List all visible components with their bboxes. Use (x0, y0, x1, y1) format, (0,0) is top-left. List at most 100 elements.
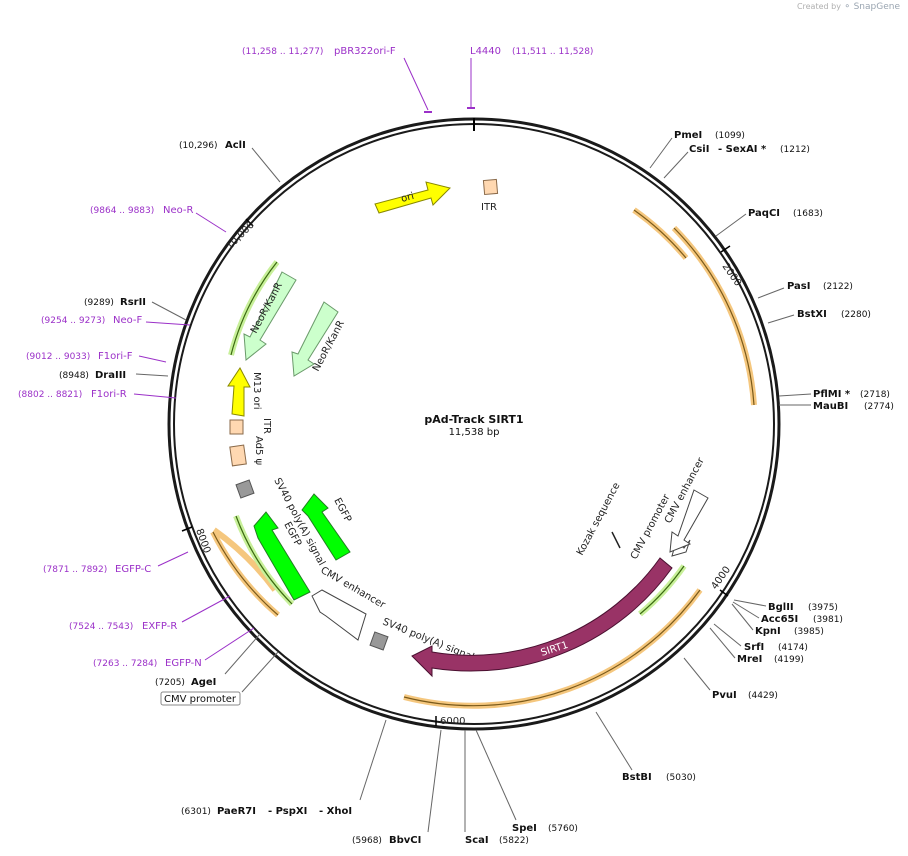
tick-6000: 6000 (435, 716, 465, 727)
primer-l4440[interactable]: L4440 (11,511 .. 11,528) (467, 46, 593, 109)
primer-f1ori-r[interactable]: (8802 .. 8821) F1ori-R (18, 389, 177, 400)
svg-text:(11,258 .. 11,277): (11,258 .. 11,277) (242, 47, 323, 57)
site-bglii[interactable]: BglII (3975) (733, 599, 838, 613)
site-scai[interactable]: ScaI (5822) (464, 730, 529, 846)
cmv-enhancer-left-feature[interactable]: CMV enhancer (311, 565, 388, 641)
cmv-enhancer-right-feature[interactable]: CMV enhancer (663, 455, 709, 553)
svg-text:(5822): (5822) (499, 836, 529, 846)
svg-text:PvuI: PvuI (712, 690, 737, 701)
svg-text:(9012 .. 9033): (9012 .. 9033) (26, 352, 90, 362)
svg-text:CsiI: CsiI (689, 144, 709, 155)
site-paqci[interactable]: PaqCI (1683) (715, 208, 823, 237)
neor-feature-1[interactable]: NeoR/KanR (243, 271, 297, 361)
site-srfi[interactable]: SrfI (4174) (713, 623, 808, 653)
svg-text:(9254 .. 9273): (9254 .. 9273) (41, 316, 105, 326)
svg-text:Kozak sequence: Kozak sequence (575, 481, 623, 557)
svg-text:BbvCI: BbvCI (389, 835, 421, 846)
primer-egfp-c[interactable]: (7871 .. 7892) EGFP-C (43, 551, 189, 575)
svg-text:(7871 .. 7892): (7871 .. 7892) (43, 565, 107, 575)
svg-text:SpeI: SpeI (512, 823, 537, 834)
site-acli[interactable]: (10,296) AclI (179, 140, 281, 183)
svg-text:(1099): (1099) (715, 131, 745, 141)
svg-text:(1683): (1683) (793, 209, 823, 219)
site-agei[interactable]: (7205) AgeI (155, 633, 261, 688)
svg-text:- XhoI: - XhoI (319, 806, 352, 817)
svg-text:PaqCI: PaqCI (748, 208, 780, 219)
svg-text:M13 ori: M13 ori (251, 372, 262, 410)
svg-text:(5760): (5760) (548, 824, 578, 834)
orf-arc-2-line (673, 227, 755, 406)
orf-arc-4 (212, 527, 278, 592)
site-paer7i[interactable]: (6301) PaeR7I - PspXI - XhoI (181, 719, 387, 817)
itr-top-feature[interactable]: ITR (481, 178, 499, 213)
svg-text:(6301): (6301) (181, 807, 211, 817)
svg-text:(2280): (2280) (841, 310, 871, 320)
svg-text:(3981): (3981) (813, 615, 843, 625)
neor-feature-2[interactable]: NeoR/KanR (291, 301, 347, 377)
svg-text:ITR: ITR (261, 418, 272, 434)
svg-text:EGFP-C: EGFP-C (115, 564, 151, 575)
site-bbvci[interactable]: (5968) BbvCI (352, 729, 442, 846)
site-rsrii[interactable]: (9289) RsrII (84, 297, 187, 321)
svg-text:ScaI: ScaI (465, 835, 489, 846)
snapgene-logo-icon: ⚬ (843, 2, 852, 12)
svg-text:pBR322ori-F: pBR322ori-F (334, 46, 396, 57)
svg-text:PasI: PasI (787, 281, 810, 292)
cmv-promoter-box[interactable]: CMV promoter (160, 651, 279, 706)
tick-10000: 10,000 (224, 218, 257, 253)
primer-f1ori-f[interactable]: (9012 .. 9033) F1ori-F (26, 351, 167, 363)
svg-text:PflMI *: PflMI * (813, 389, 851, 400)
svg-text:(8802 .. 8821): (8802 .. 8821) (18, 390, 82, 400)
svg-text:Neo-F: Neo-F (113, 315, 143, 326)
svg-text:BglII: BglII (768, 602, 794, 613)
svg-text:4000: 4000 (709, 565, 733, 592)
site-bstxi[interactable]: BstXI (2280) (767, 309, 871, 324)
orf-arc-4b-line (212, 531, 279, 616)
sirt1-feature[interactable]: SIRT1 (411, 557, 673, 678)
site-kpni[interactable]: KpnI (3985) (731, 603, 824, 637)
site-acc65i[interactable]: Acc65I (3981) (732, 601, 843, 625)
itr-left-feature[interactable]: ITR (229, 418, 272, 435)
svg-text:(4429): (4429) (748, 691, 778, 701)
svg-text:ori: ori (400, 191, 415, 205)
svg-text:L4440: L4440 (470, 46, 501, 57)
svg-text:SrfI: SrfI (744, 642, 764, 653)
site-maubi[interactable]: MauBI (2774) (779, 401, 894, 412)
tick-2000: 2000 (720, 245, 743, 289)
snapgene-credit: Created by ⚬ SnapGene (797, 2, 900, 12)
svg-text:MauBI: MauBI (813, 401, 848, 412)
credit-brand: SnapGene (853, 2, 900, 12)
ori-feature[interactable]: ori (374, 181, 451, 214)
site-bstbi[interactable]: BstBI (5030) (595, 711, 696, 783)
svg-text:KpnI: KpnI (755, 626, 781, 637)
site-pasi[interactable]: PasI (2122) (757, 281, 853, 299)
site-spei[interactable]: SpeI (5760) (475, 729, 578, 834)
svg-text:(9864 .. 9883): (9864 .. 9883) (90, 206, 154, 216)
kozak-feature[interactable]: Kozak sequence (575, 481, 623, 557)
primer-neo-r[interactable]: (9864 .. 9883) Neo-R (90, 205, 227, 233)
svg-text:(7524 .. 7543): (7524 .. 7543) (69, 622, 133, 632)
site-csii[interactable]: CsiI - SexAI * (1212) (663, 144, 810, 179)
site-pflmi[interactable]: PflMI * (2718) (778, 389, 890, 400)
primer-neo-f[interactable]: (9254 .. 9273) Neo-F (41, 315, 191, 326)
site-draiii[interactable]: (8948) DraIII (59, 370, 169, 381)
ad5-psi-feature[interactable]: Ad5 ψ (229, 436, 264, 467)
svg-text:(1212): (1212) (780, 145, 810, 155)
svg-text:(2718): (2718) (860, 390, 890, 400)
primer-egfp-n[interactable]: (7263 .. 7284) EGFP-N (93, 627, 255, 669)
primer-pbr322ori-f[interactable]: (11,258 .. 11,277) pBR322ori-F (242, 46, 432, 113)
svg-text:Neo-R: Neo-R (163, 205, 194, 216)
site-mrei[interactable]: MreI (4199) (709, 627, 804, 665)
svg-text:- SexAI *: - SexAI * (718, 144, 767, 155)
site-pmei[interactable]: PmeI (1099) (649, 130, 745, 169)
credit-text: Created by (796, 2, 841, 11)
svg-text:(3975): (3975) (808, 603, 838, 613)
primer-exfp-r[interactable]: (7524 .. 7543) EXFP-R (69, 595, 231, 632)
svg-text:ITR: ITR (481, 202, 497, 213)
svg-text:10,000: 10,000 (224, 220, 257, 253)
m13-ori-feature[interactable]: M13 ori (227, 367, 262, 417)
svg-text:AgeI: AgeI (191, 677, 216, 688)
svg-text:- PspXI: - PspXI (268, 806, 307, 817)
site-pvui[interactable]: PvuI (4429) (683, 657, 778, 701)
